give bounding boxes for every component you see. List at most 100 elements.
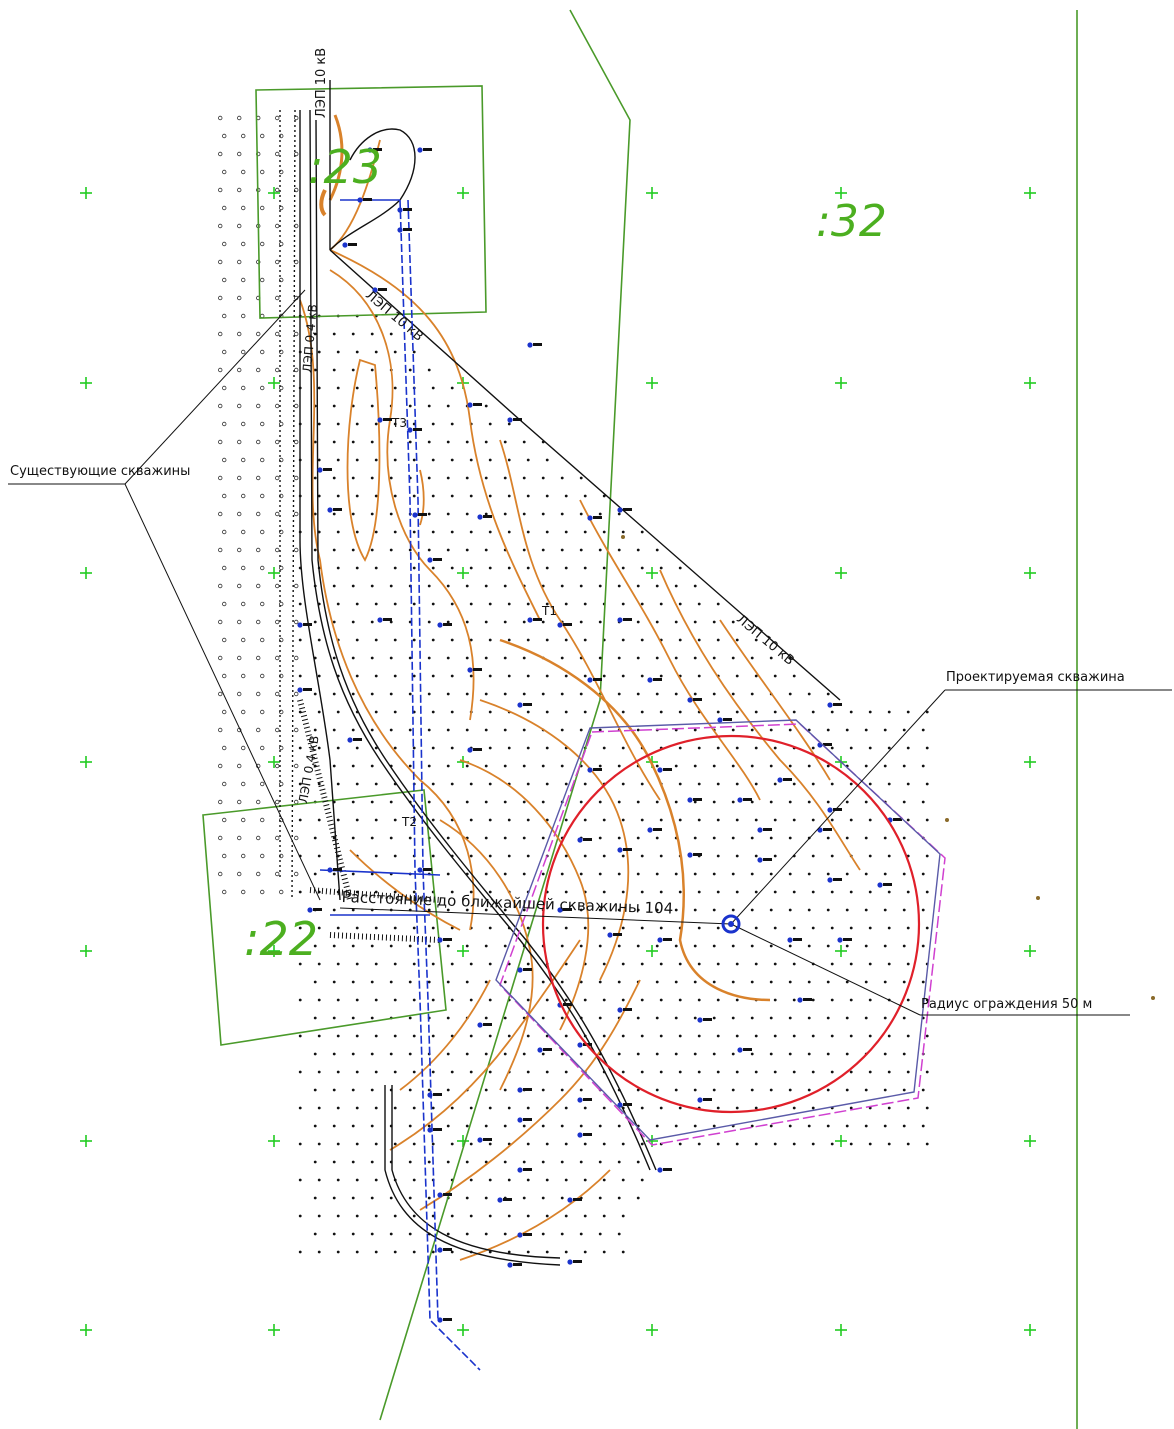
- survey-point: [393, 746, 397, 750]
- survey-point: [849, 926, 853, 930]
- survey-point: [735, 782, 739, 786]
- survey-point: [393, 854, 397, 858]
- grid-cross: [80, 1324, 92, 1336]
- survey-point: [431, 674, 435, 678]
- survey-point: [925, 1106, 929, 1110]
- survey-point: [735, 998, 739, 1002]
- survey-point: [564, 1070, 568, 1074]
- survey-point: [769, 944, 773, 948]
- survey-point: [408, 404, 412, 408]
- survey-point: [488, 1070, 492, 1074]
- survey-point: [598, 512, 602, 516]
- survey-point: [393, 1214, 397, 1218]
- survey-point: [370, 548, 374, 552]
- survey-point: [640, 998, 644, 1002]
- survey-point: [298, 998, 302, 1002]
- survey-point: [811, 926, 815, 930]
- well-marker: [877, 882, 892, 888]
- survey-point: [716, 782, 720, 786]
- survey-point: [488, 602, 492, 606]
- survey-point: [222, 205, 227, 211]
- survey-point: [275, 331, 280, 337]
- survey-point: [902, 908, 906, 912]
- grid-cross: [80, 756, 92, 768]
- survey-point: [640, 890, 644, 894]
- well-marker: [427, 557, 442, 563]
- survey-point: [332, 584, 336, 588]
- survey-point: [294, 151, 299, 157]
- survey-point: [317, 1070, 321, 1074]
- survey-point: [541, 1088, 545, 1092]
- survey-point: [332, 440, 336, 444]
- survey-point: [218, 331, 223, 337]
- survey-point: [336, 746, 340, 750]
- survey-point: [773, 998, 777, 1002]
- survey-point: [864, 980, 868, 984]
- survey-point: [469, 962, 473, 966]
- survey-point: [218, 259, 223, 265]
- well-marker: [697, 1097, 712, 1103]
- survey-point: [351, 548, 355, 552]
- coordinate-grid-crosses: [80, 187, 1036, 1336]
- survey-point: [351, 728, 355, 732]
- survey-point: [336, 350, 340, 354]
- survey-point: [830, 782, 834, 786]
- grid-cross: [1024, 945, 1036, 957]
- survey-point: [735, 1142, 739, 1146]
- survey-point: [545, 638, 549, 642]
- survey-point: [294, 367, 299, 373]
- survey-point: [355, 926, 359, 930]
- survey-point: [788, 908, 792, 912]
- survey-point: [883, 728, 887, 732]
- survey-point: [735, 890, 739, 894]
- survey-point: [541, 980, 545, 984]
- survey-point: [735, 638, 739, 642]
- survey-point: [469, 1034, 473, 1038]
- well-marker: [617, 617, 632, 623]
- survey-point: [465, 944, 469, 948]
- survey-point: [731, 692, 735, 696]
- well-marker: [427, 1092, 442, 1098]
- survey-point: [750, 872, 754, 876]
- survey-point: [332, 872, 336, 876]
- survey-point: [256, 475, 261, 481]
- survey-point: [389, 980, 393, 984]
- survey-point: [275, 799, 280, 805]
- survey-point: [659, 818, 663, 822]
- survey-point: [488, 818, 492, 822]
- survey-point: [484, 512, 488, 516]
- survey-point: [507, 638, 511, 642]
- survey-point: [332, 908, 336, 912]
- survey-point: [222, 457, 227, 463]
- survey-point: [355, 782, 359, 786]
- survey-point: [279, 205, 284, 211]
- survey-point: [374, 854, 378, 858]
- survey-point: [469, 854, 473, 858]
- survey-point: [807, 1124, 811, 1128]
- survey-point: [412, 494, 416, 498]
- survey-point: [811, 890, 815, 894]
- survey-point: [602, 566, 606, 570]
- survey-point: [621, 782, 625, 786]
- survey-point: [393, 1106, 397, 1110]
- survey-point: [640, 710, 644, 714]
- survey-point: [446, 728, 450, 732]
- parcel-23-label: :23: [308, 140, 383, 194]
- survey-point: [351, 1160, 355, 1164]
- survey-point: [332, 980, 336, 984]
- well-marker: [737, 797, 752, 803]
- survey-point: [294, 115, 299, 121]
- survey-point: [830, 1142, 834, 1146]
- survey-point: [602, 1214, 606, 1218]
- survey-point: [716, 962, 720, 966]
- well-marker: [647, 677, 662, 683]
- survey-point: [754, 1142, 758, 1146]
- survey-point: [313, 1124, 317, 1128]
- survey-point: [237, 403, 242, 409]
- survey-point: [541, 548, 545, 552]
- survey-point: [678, 782, 682, 786]
- survey-point: [313, 872, 317, 876]
- survey-point: [906, 890, 910, 894]
- survey-point: [484, 692, 488, 696]
- survey-point: [370, 764, 374, 768]
